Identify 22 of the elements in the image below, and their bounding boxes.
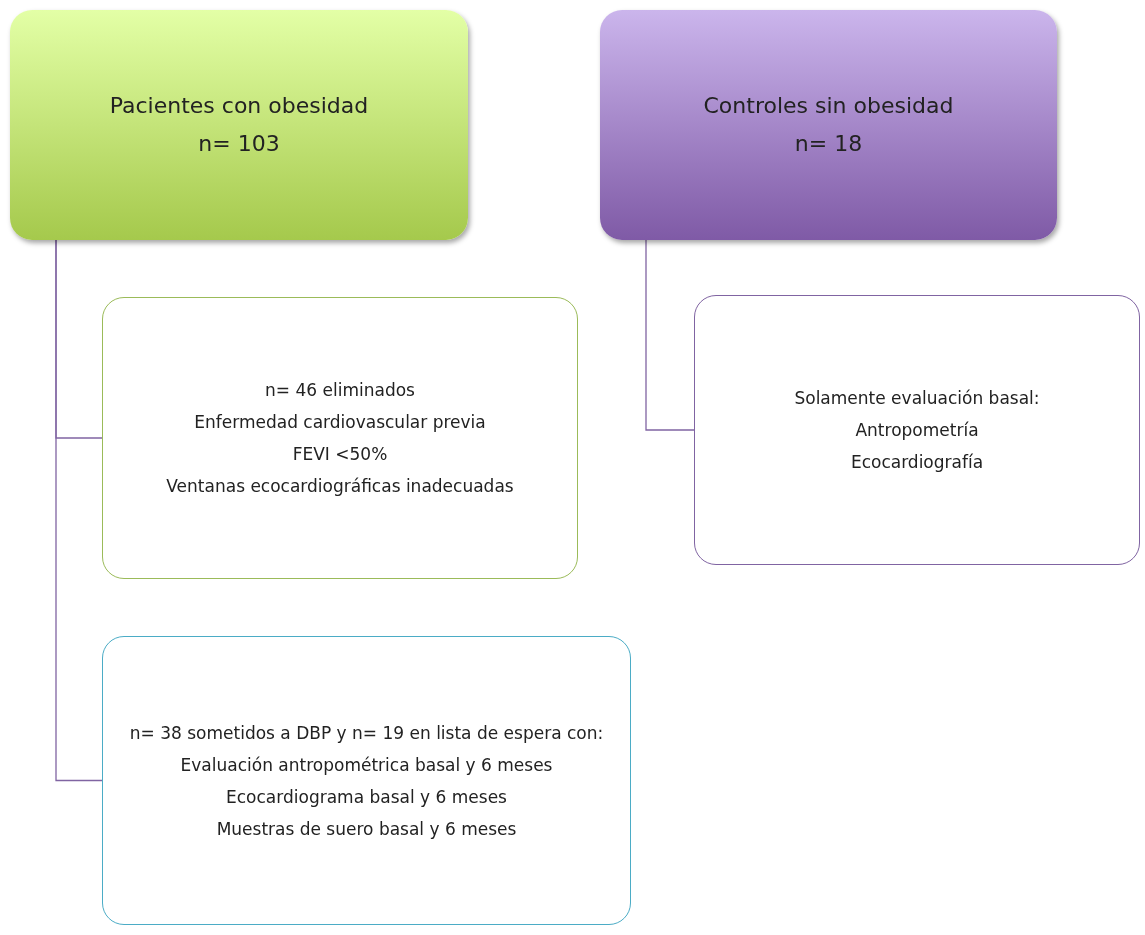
detail-text: FEVI <50% (292, 443, 388, 466)
detail-text: Enfermedad cardiovascular previa (194, 411, 486, 434)
group-box (10, 10, 468, 240)
connector-line (645, 239, 695, 431)
detail-text: n= 46 eliminados (265, 379, 415, 402)
detail-box (102, 636, 631, 925)
group-count: n= 18 (794, 130, 863, 158)
detail-text: Evaluación antropométrica basal y 6 meses (180, 753, 553, 777)
detail-text: Ecocardiograma basal y 6 meses (226, 785, 507, 809)
detail-box (694, 295, 1140, 565)
detail-text: Ventanas ecocardiográficas inadecuadas (166, 475, 514, 498)
detail-text: Solamente evaluación basal: (794, 387, 1040, 410)
group-box (600, 10, 1057, 240)
connector-line (55, 239, 103, 782)
group-title: Pacientes con obesidad (109, 92, 369, 120)
detail-text: Antropometría (855, 419, 979, 442)
detail-text: Ecocardiografía (850, 451, 984, 474)
group-title: Controles sin obesidad (703, 92, 954, 120)
detail-text: Muestras de suero basal y 6 meses (216, 817, 517, 841)
detail-text: n= 38 sometidos a DBP y n= 19 en lista de espera con: (129, 721, 604, 745)
detail-box (102, 297, 578, 579)
group-count: n= 103 (198, 130, 280, 158)
